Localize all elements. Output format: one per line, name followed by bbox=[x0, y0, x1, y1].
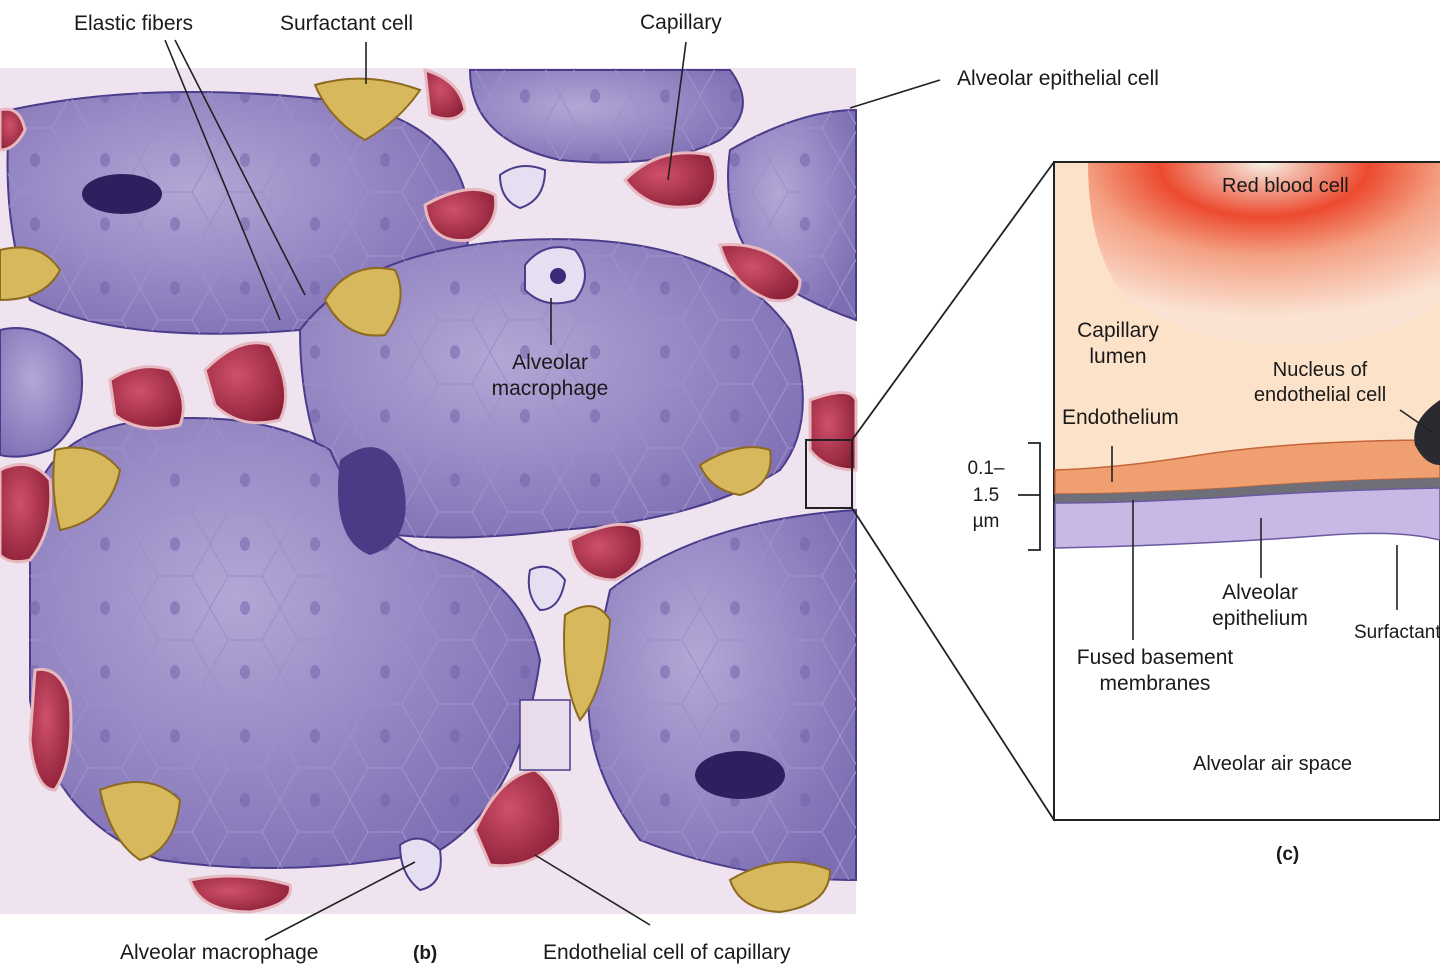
alveolar-macrophage bbox=[527, 565, 567, 612]
label-alveolar-macrophage-bottom: Alveolar macrophage bbox=[120, 941, 319, 964]
label-line: membranes bbox=[1099, 672, 1211, 696]
alveolus bbox=[298, 238, 804, 539]
capillary bbox=[423, 187, 498, 243]
alveolus bbox=[29, 417, 542, 869]
label-line: Nucleus of bbox=[1272, 359, 1368, 381]
alveolus bbox=[0, 327, 83, 458]
alveolar-macrophage bbox=[498, 165, 547, 210]
label-red-blood-cell: Red blood cell bbox=[1222, 175, 1349, 197]
capillary bbox=[718, 242, 802, 303]
label-endothelium: Endothelium bbox=[1062, 406, 1179, 429]
label-line: µm bbox=[972, 511, 1000, 533]
capillary bbox=[28, 667, 73, 792]
label-panel-b: (b) bbox=[413, 943, 438, 964]
capillary bbox=[203, 341, 288, 425]
epithelium-layer bbox=[1054, 487, 1440, 549]
cell-nucleus bbox=[82, 174, 162, 214]
panel-c-illustration bbox=[1018, 161, 1440, 821]
capillary bbox=[568, 522, 644, 582]
surfactant-cell bbox=[698, 446, 772, 497]
septum bbox=[519, 699, 571, 771]
label-panel-c: (c) bbox=[1276, 844, 1300, 865]
surfactant-cell bbox=[52, 446, 122, 532]
label-capillary: Capillary bbox=[640, 11, 722, 34]
capillary bbox=[423, 67, 467, 121]
label-line: epithelium bbox=[1212, 607, 1308, 631]
label-surfactant-cell: Surfactant cell bbox=[280, 12, 414, 35]
label-elastic-fibers: Elastic fibers bbox=[74, 12, 194, 35]
label-surfactant: Surfactant bbox=[1354, 622, 1440, 643]
label-line: endothelial cell bbox=[1253, 384, 1387, 406]
label-line: lumen bbox=[1089, 345, 1147, 369]
surfactant-cell bbox=[0, 246, 62, 302]
label-capillary-lumen: Capillary lumen bbox=[1058, 318, 1178, 371]
alveolar-macrophage bbox=[398, 837, 442, 892]
panel-b-illustration bbox=[0, 67, 858, 914]
label-alveolar-macrophage-mid: Alveolar macrophage bbox=[470, 350, 630, 403]
label-line: Capillary bbox=[1077, 319, 1159, 342]
capillary bbox=[808, 391, 858, 472]
endothelial-nucleus bbox=[1414, 400, 1440, 465]
thickness-bracket bbox=[1028, 442, 1041, 551]
macrophage-nucleus bbox=[550, 268, 566, 284]
capillary bbox=[0, 107, 27, 152]
label-alveolar-epithelial-cell: Alveolar epithelial cell bbox=[957, 67, 1159, 90]
label-line: Alveolar bbox=[512, 351, 588, 374]
alveolar-pore bbox=[338, 447, 406, 555]
label-line: 0.1– bbox=[967, 458, 1005, 479]
surfactant-cell bbox=[728, 861, 832, 914]
label-fused-basement-membranes: Fused basement membranes bbox=[1055, 645, 1255, 698]
capillary bbox=[473, 768, 563, 868]
surfactant-cell bbox=[563, 605, 612, 722]
cell-nucleus bbox=[695, 751, 785, 799]
zoom-line bbox=[851, 507, 1055, 821]
capillary bbox=[188, 874, 292, 914]
label-line: Alveolar bbox=[1222, 581, 1298, 604]
surfactant-cell bbox=[313, 77, 422, 142]
capillary bbox=[623, 151, 718, 209]
alveolus bbox=[468, 69, 744, 164]
label-endothelial-cell-of-capillary: Endothelial cell of capillary bbox=[543, 941, 791, 964]
label-alveolar-air-space: Alveolar air space bbox=[1193, 753, 1352, 775]
surfactant-cell bbox=[98, 781, 182, 862]
basement-membrane bbox=[1055, 478, 1440, 503]
alveolus bbox=[587, 508, 857, 882]
zoom-line bbox=[851, 161, 1055, 441]
capillary bbox=[0, 462, 53, 564]
label-alveolar-epithelium: Alveolar epithelium bbox=[1190, 580, 1330, 633]
endothelium-layer bbox=[1054, 439, 1440, 495]
magnified-region-box bbox=[805, 439, 853, 509]
red-blood-cell bbox=[1088, 163, 1440, 345]
label-nucleus-of-endothelial-cell: Nucleus of endothelial cell bbox=[1235, 358, 1405, 408]
surfactant-cell bbox=[323, 267, 402, 337]
label-line: Fused basement bbox=[1076, 646, 1234, 669]
label-line: macrophage bbox=[491, 377, 609, 401]
label-line: 1.5 bbox=[972, 484, 1000, 506]
capillary bbox=[108, 365, 185, 430]
leader-lines bbox=[164, 39, 1433, 941]
label-thickness: 0.1– 1.5 µm bbox=[956, 456, 1016, 536]
